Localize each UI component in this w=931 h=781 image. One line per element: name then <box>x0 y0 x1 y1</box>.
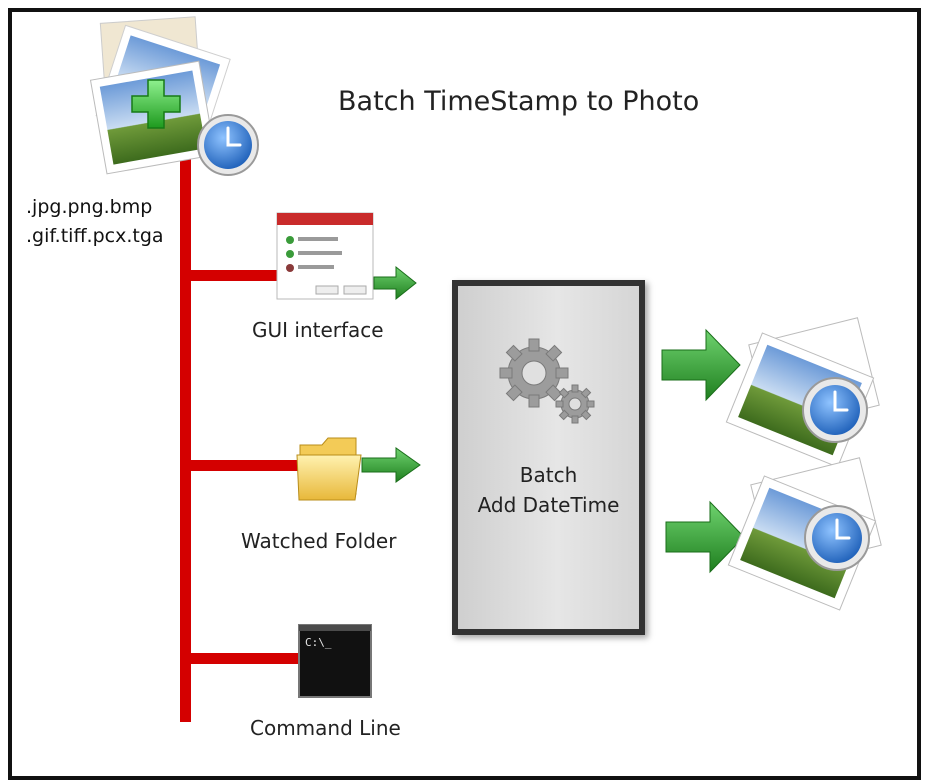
command-line-label: Command Line <box>250 716 401 740</box>
distribution-lines <box>180 150 302 722</box>
process-label-line2: Add DateTime <box>477 493 620 517</box>
arrow-folder <box>361 447 421 483</box>
process-label: Batch Add DateTime <box>452 460 645 520</box>
branch-cmd <box>190 653 302 664</box>
branch-folder <box>190 460 302 471</box>
watched-folder-label: Watched Folder <box>241 529 397 553</box>
input-arrows <box>361 265 421 483</box>
gui-interface-label: GUI interface <box>252 318 384 342</box>
diagram-title: Batch TimeStamp to Photo <box>338 86 700 117</box>
gui-window-icon <box>276 212 374 300</box>
process-box <box>452 280 645 635</box>
folder-icon <box>296 437 362 501</box>
console-icon: C:\_ <box>298 624 372 698</box>
console-prompt: C:\_ <box>305 636 332 649</box>
formats-line-1: .jpg.png.bmp <box>26 196 153 218</box>
process-label-line1: Batch <box>519 463 578 487</box>
branch-gui <box>190 270 282 281</box>
photo-stack-add-clock-icon <box>89 16 259 176</box>
formats-line-2: .gif.tiff.pcx.tga <box>26 225 164 247</box>
arrow-output-2 <box>665 500 745 574</box>
output-arrows <box>661 328 745 574</box>
arrow-gui <box>373 265 417 301</box>
photo-clock-icon <box>727 457 882 611</box>
supported-formats: .jpg.png.bmp .gif.tiff.pcx.tga <box>26 193 164 251</box>
trunk-line <box>180 150 191 722</box>
photo-clock-icon <box>725 317 880 468</box>
arrow-output-1 <box>661 328 741 402</box>
gears-icon <box>499 338 595 424</box>
